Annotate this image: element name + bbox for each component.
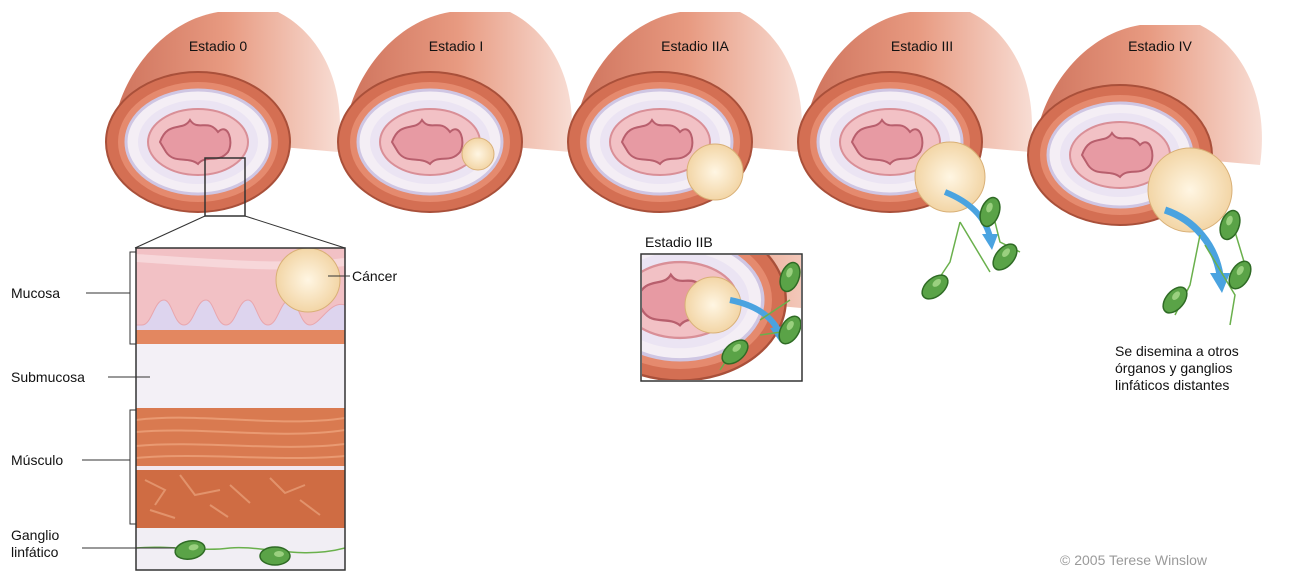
copyright: © 2005 Terese Winslow bbox=[1060, 552, 1207, 568]
stage-iii-cross-section bbox=[798, 12, 1032, 304]
ganglio-linfatico-label: Ganglio linfático bbox=[11, 527, 59, 561]
musculo-label: Músculo bbox=[11, 452, 63, 469]
stage-iia-label: Estadio IIA bbox=[625, 38, 765, 54]
stage-0-label: Estadio 0 bbox=[148, 38, 288, 54]
layer-detail-panel bbox=[136, 248, 345, 570]
cancer-label: Cáncer bbox=[352, 268, 397, 285]
stage-iii-label: Estadio III bbox=[852, 38, 992, 54]
stage-iib-label: Estadio IIB bbox=[645, 234, 713, 251]
mucosa-label: Mucosa bbox=[11, 285, 60, 302]
tumor bbox=[687, 144, 743, 200]
submucosa-label: Submucosa bbox=[11, 369, 85, 386]
stage-i-label: Estadio I bbox=[386, 38, 526, 54]
tumor bbox=[685, 277, 741, 333]
stage-iv-cross-section bbox=[1028, 25, 1262, 325]
tumor bbox=[915, 142, 985, 212]
tumor bbox=[276, 248, 340, 312]
stage-iv-label: Estadio IV bbox=[1090, 38, 1230, 54]
spread-note: Se disemina a otros órganos y ganglios l… bbox=[1115, 343, 1239, 394]
tumor bbox=[462, 138, 494, 170]
